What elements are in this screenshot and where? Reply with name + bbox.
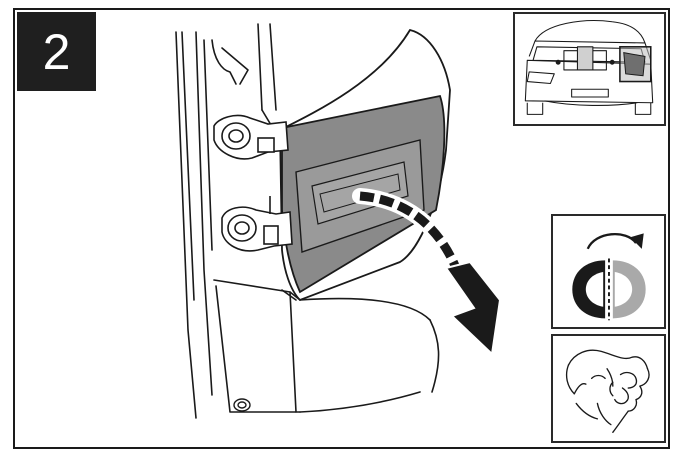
- hand-grip-inset: [551, 334, 666, 443]
- body-bolt: [234, 399, 250, 411]
- tail-lamp-removal-illustration: [150, 14, 550, 446]
- step-number: 2: [43, 27, 71, 77]
- upper-mounting-stud: [214, 116, 288, 159]
- step-number-badge: 2: [17, 12, 96, 91]
- car-rear-overview-icon: [515, 14, 664, 124]
- rotate-half-turn-icon: [553, 216, 664, 327]
- tail-lamp-shape: [280, 30, 450, 300]
- hand-pinch-icon: [553, 336, 664, 441]
- car-rear-overview-inset: [513, 12, 666, 126]
- rotate-instruction-inset: [551, 214, 666, 329]
